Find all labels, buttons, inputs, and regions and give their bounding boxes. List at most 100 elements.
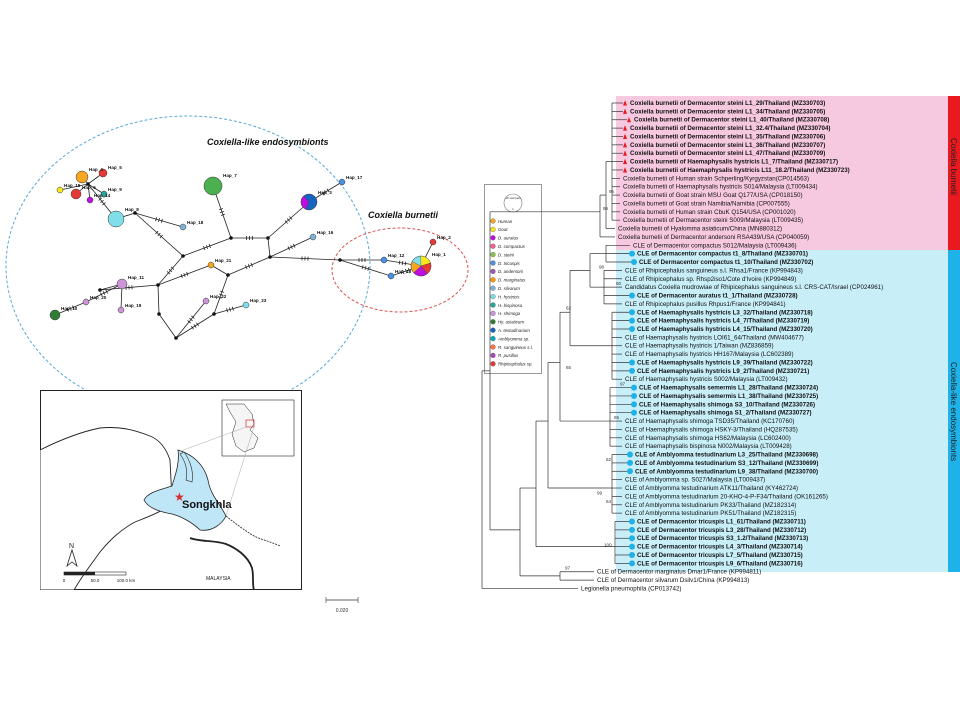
cle-sample-circle-icon — [629, 359, 635, 366]
mutation-tick — [100, 199, 104, 204]
mutation-tick — [208, 243, 211, 248]
mutation-tick — [367, 266, 370, 271]
taxon-label: CLE of Dermacentor tricuspis L1_61/Thail… — [637, 519, 806, 526]
mutation-tick — [324, 190, 327, 194]
cle-sample-circle-icon — [629, 518, 635, 525]
mutation-tick — [157, 232, 161, 237]
legend-swatch — [490, 319, 496, 325]
network-edge — [158, 313, 177, 339]
haplotype-node — [429, 238, 437, 246]
mutation-tick — [155, 230, 159, 235]
mutation-tick — [326, 188, 330, 193]
mutation-tick — [166, 271, 171, 275]
mutation-tick — [404, 268, 408, 274]
sample-scale-sub: 1 — [512, 207, 514, 211]
taxon-label: Candidatus Coxiella mudrowiae of Rhipice… — [625, 284, 883, 291]
mutation-tick — [401, 260, 404, 266]
haplotype-label: Hap_9 — [108, 187, 122, 192]
bootstrap-value: 97 — [620, 382, 626, 387]
network-nodes — [49, 168, 437, 340]
cb-sample-triangle-icon — [623, 142, 627, 148]
location-map: Songkhla ★ MALAYSIA N 0 50.0 100.0 km — [40, 390, 302, 590]
inset-leader-1 — [177, 426, 247, 453]
taxon-label: CLE of Rhipicephalus sp. Rhsp2iso1/Cote … — [625, 276, 796, 283]
mutation-tick — [364, 265, 367, 271]
tree-taxa: Coxiella burnetii of Dermacentor steini … — [581, 100, 883, 592]
cle-sample-circle-icon — [627, 459, 633, 466]
cle-sample-circle-icon — [631, 259, 637, 266]
scale-bar-fill — [64, 572, 95, 575]
cle-cluster-label: Coxiella-like endosymbionts — [207, 137, 329, 147]
cle-sample-circle-icon — [629, 309, 635, 316]
legend-swatch — [490, 352, 496, 358]
haplotype-label: Hap_1 — [432, 252, 446, 257]
mutation-tick — [189, 317, 193, 322]
legend-label: D. compactus — [498, 244, 526, 249]
taxon-label: CLE of Dermacentor auratus t1_1/Thailand… — [637, 293, 798, 300]
cle-sample-circle-icon — [631, 401, 637, 408]
haplotype-node — [116, 278, 128, 290]
mutation-tick — [193, 324, 197, 328]
mutation-tick — [407, 268, 410, 273]
network-edge — [157, 284, 160, 315]
mutation-tick — [287, 246, 290, 251]
tree-branches — [481, 102, 632, 589]
legend-label: Human — [498, 219, 513, 224]
mutation-tick — [168, 268, 173, 273]
taxon-label: Coxiella burnetii of Haemaphysalis hystr… — [630, 159, 838, 166]
taxon-label: CLE of Dermacentor tricuspis S3_1.2/Thai… — [637, 535, 808, 542]
taxon-label: CLE of Haemaphysalis shimoga S3_10/Thail… — [639, 401, 815, 408]
legend-swatch — [490, 218, 496, 224]
cb-sample-triangle-icon — [623, 100, 627, 106]
haplotype-node — [203, 176, 223, 196]
taxon-label: CLE of Dermacentor tricuspis L3_28/Thail… — [637, 527, 806, 534]
legend-swatch — [490, 243, 496, 249]
taxon-label: CLE of Amblyomma testudinarium L9_38/Tha… — [635, 468, 818, 475]
taxon-label: CLE of Haemaphysalis bispinosa N002/Mala… — [625, 443, 792, 450]
haplotype-node — [117, 306, 125, 314]
taxon-label: CLE of Amblyomma sp. S027/Malaysia (LT00… — [625, 477, 765, 484]
haplotype-node — [242, 301, 250, 309]
haplotype-node — [100, 190, 108, 198]
taxon-label: Coxiella burnetii of Dermacentor steini … — [630, 142, 825, 149]
taxon-label: CLE of Haemaphysalis shimoga HS62/Malays… — [625, 435, 791, 442]
network-edge — [59, 183, 89, 191]
cb-sample-triangle-icon — [623, 133, 627, 139]
mutation-tick — [170, 266, 175, 270]
taxon-label: Coxiella burnetii of Hyalomma asiaticum/… — [618, 226, 782, 233]
bootstrap-value: 60 — [616, 281, 622, 286]
legend-label: D. tricuspis — [498, 261, 521, 266]
median-vector — [98, 288, 102, 292]
cb-sample-triangle-icon — [623, 108, 627, 114]
taxon-label: Coxiella burnetii of Goat strain MSU Goa… — [623, 192, 803, 199]
taxon-label: Coxiella burnetii of Dermacentor steini … — [634, 117, 829, 124]
legend-label: A. testudinarium — [497, 328, 530, 333]
cb-sample-triangle-icon — [623, 125, 627, 131]
haplotype-node — [179, 223, 187, 231]
median-vector — [212, 312, 216, 316]
taxon-label: CLE of Haemaphysalis semermis L1_28/Thai… — [639, 385, 818, 392]
bootstrap-value: 62 — [566, 305, 572, 310]
scale-tick-0: 0 — [63, 578, 66, 583]
taxon-label: CLE of Dermacentor compactus t1_8/Thaila… — [637, 251, 808, 258]
sample-scale-label: 10 samples — [505, 196, 521, 200]
legend-swatch — [490, 344, 496, 350]
taxon-label: CLE of Rhipicephalus pusillus Rhpus1/Fra… — [625, 301, 786, 308]
mutation-tick — [218, 208, 224, 211]
mutation-tick — [205, 244, 209, 250]
cle-sample-circle-icon — [629, 292, 635, 299]
songkhla-lake — [179, 451, 193, 483]
median-vector — [157, 312, 161, 316]
mutation-tick — [250, 262, 253, 267]
cb-clade-bar — [948, 96, 960, 250]
haplotype-label: Hap_8 — [125, 207, 139, 212]
taxon-label: Coxiella burnetii of Haemaphysalis hystr… — [623, 184, 818, 191]
taxon-label: CLE of Dermacentor tricuspis L9_6/Thaila… — [637, 560, 803, 567]
haplotype-node — [56, 186, 64, 194]
legend-label: D. silvarum — [498, 286, 520, 291]
taxon-label: CLE of Dermacentor tricuspis L7_5/Thaila… — [637, 552, 803, 559]
mutation-tick — [398, 260, 401, 265]
